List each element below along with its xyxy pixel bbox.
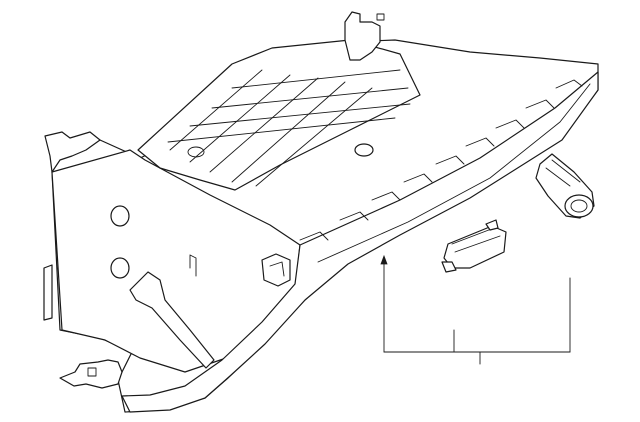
glove-box-lamp [441, 219, 507, 273]
top-latch-tab [344, 11, 381, 61]
upper-compartment [137, 39, 421, 191]
bottom-hinge-bracket [59, 359, 123, 389]
damper-arm [129, 271, 215, 369]
callout-arrowhead [380, 254, 388, 265]
compartment-knob [354, 143, 374, 157]
compartment-ribs [167, 69, 411, 187]
front-bezel [121, 71, 599, 413]
bezel-inner-line [317, 83, 591, 263]
callout-bracket [380, 254, 571, 365]
glove-box-assembly [43, 11, 599, 413]
side-slot-mark [189, 254, 197, 277]
side-hole-upper [110, 205, 130, 227]
bezel-clip [261, 253, 291, 287]
left-edge-tab [43, 264, 53, 321]
glove-box-lock-cylinder [535, 153, 595, 219]
left-hinge-ear [44, 131, 101, 173]
front-rib-cells [299, 79, 583, 241]
side-hole-lower [110, 257, 130, 279]
